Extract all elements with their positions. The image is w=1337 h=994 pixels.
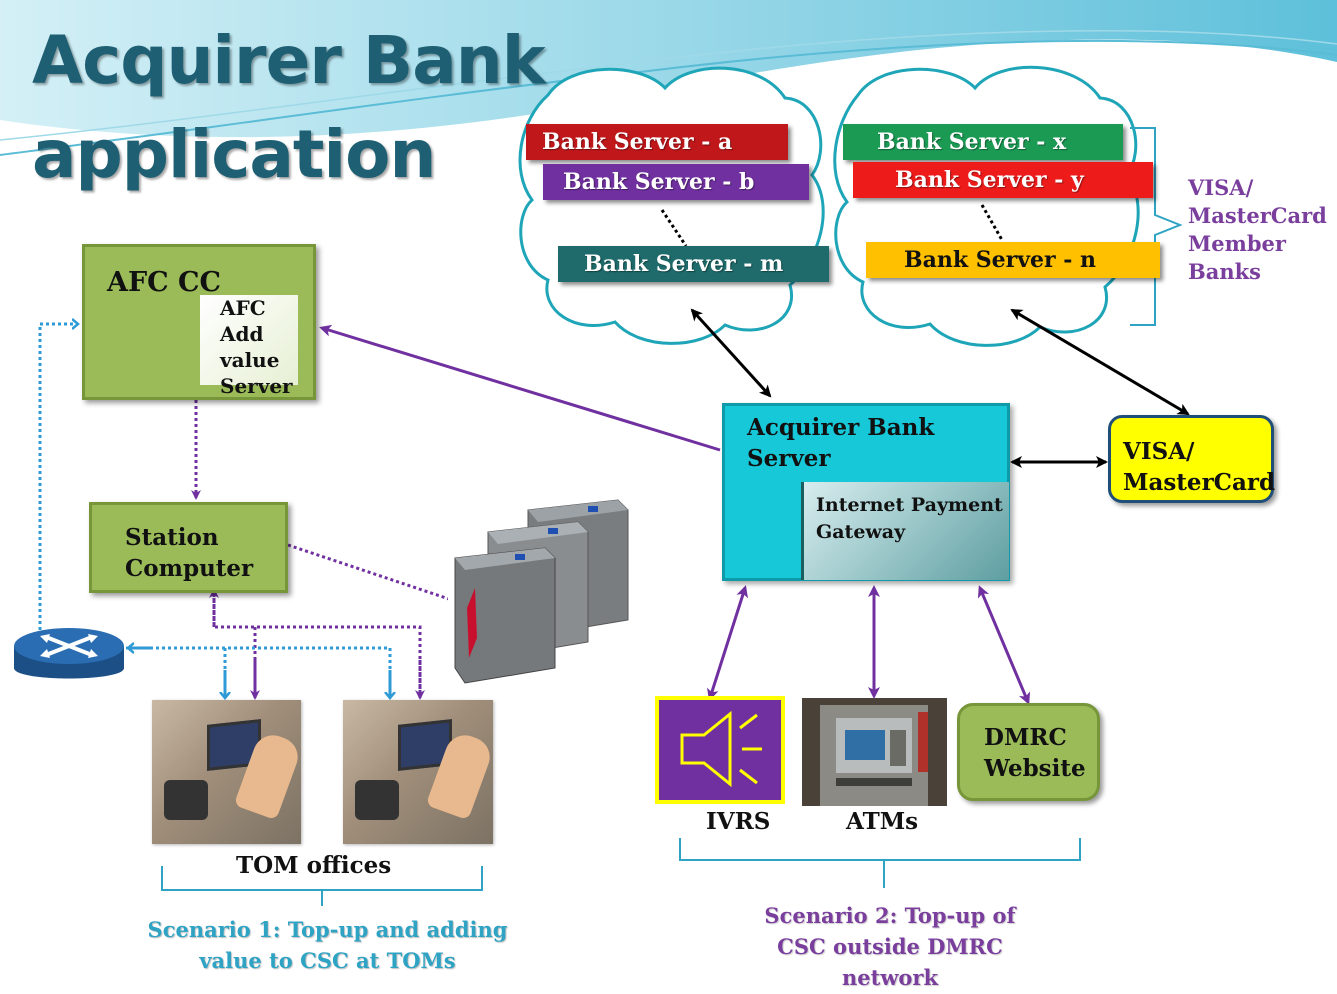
afc-cc-box: AFC CC AFC Add value Server [82,244,316,400]
blue-router-toms [126,646,392,695]
bank-server-n: Bank Server - n [866,242,1160,278]
scenario2-caption: Scenario 2: Top-up of CSC outside DMRC n… [764,903,1016,990]
tom-bracket [161,866,483,906]
arrow-acquirer-afc [319,324,721,452]
page-title-line2: application [32,116,436,193]
arrow-cloud-right-visa [1010,308,1190,416]
header-swoosh-line [0,39,1337,156]
bank-server-x: Bank Server - x [843,124,1123,160]
bank-server-m: Bank Server - m [558,246,829,282]
tom-photo-1 [152,700,301,844]
station-computer-box: Station Computer [89,502,288,593]
arrow-cloud-left-acquirer [690,308,772,398]
blue-router-afc [38,324,78,636]
fare-gate-icon [448,494,638,684]
page-title-line1: Acquirer Bank [32,22,546,99]
cloud-left [518,66,825,345]
member-banks-label: VISA/ MasterCard Member Banks [1188,175,1327,284]
afc-cc-title: AFC CC [107,267,221,298]
ivrs-label: IVRS [706,808,771,835]
bank-server-b: Bank Server - b [543,164,809,200]
tom-offices-label: TOM offices [236,852,392,879]
dmrc-website-box: DMRC Website [957,703,1100,801]
speaker-icon [655,696,785,804]
atms-label: ATMs [846,808,919,835]
visa-mastercard-box: VISA/ MasterCard [1108,415,1275,503]
arrow-acquirer-website [977,585,1031,705]
arrow-acquirer-ivrs [707,585,748,701]
acquirer-bank-server-box: Acquirer Bank Server Internet Payment Ga… [722,403,1010,581]
scenario1-caption: Scenario 1: Top-up and adding value to C… [147,917,508,973]
afc-add-value-server: AFC Add value Server [200,295,298,398]
router-icon [14,628,124,679]
tom-photo-2 [343,700,493,844]
bank-server-y: Bank Server - y [853,162,1153,198]
scenario2-bracket [679,838,1081,888]
dotted-station-gates [287,543,460,605]
acquirer-title: Acquirer Bank Server [747,414,935,472]
internet-payment-gateway: Internet Payment Gateway [801,482,1009,580]
bank-server-a: Bank Server - a [526,124,788,160]
atm-photo [802,698,947,806]
cloud-right [833,65,1140,347]
